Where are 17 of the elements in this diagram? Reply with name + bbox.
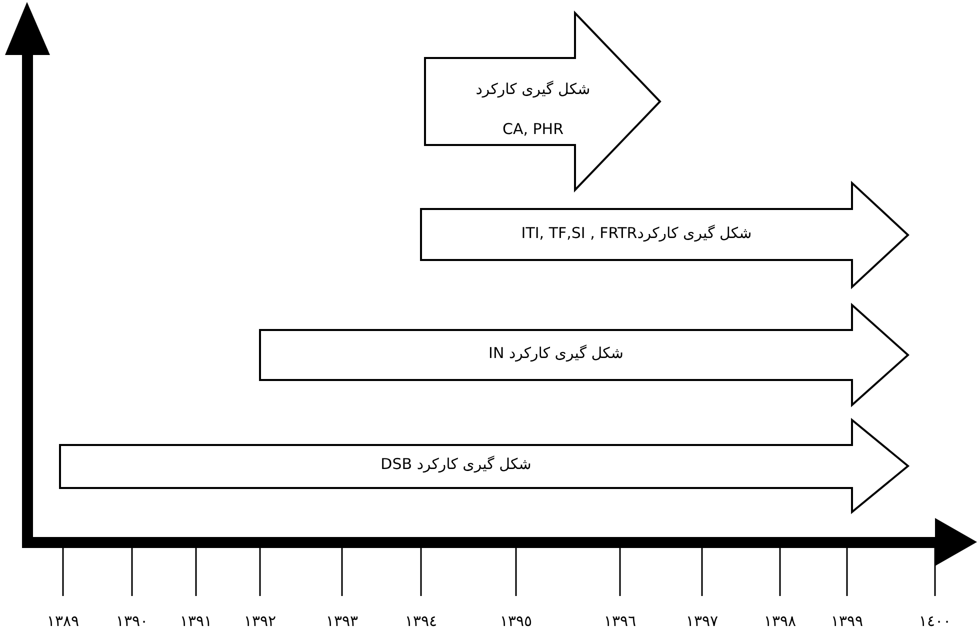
arrow-label: شکل گیری کارکردITI, TF,SI , FRTR bbox=[521, 224, 752, 242]
arrow-label: CA, PHR bbox=[502, 120, 564, 138]
year-label: ١٤٠٠ bbox=[918, 612, 952, 630]
year-label: ١٣٩٨ bbox=[764, 612, 796, 630]
arrow-label: شکل گیری کارکرد IN bbox=[488, 344, 624, 362]
arrow-label: شکل گیری کارکرد DSB bbox=[380, 455, 532, 473]
arrow-label: شکل گیری کارکرد bbox=[476, 80, 590, 98]
year-label: ١٣٩٠ bbox=[116, 612, 148, 630]
year-label: ١٣٨٩ bbox=[46, 612, 80, 630]
year-label: ١٣٩١ bbox=[180, 612, 212, 630]
year-label: ١٣٩٩ bbox=[830, 612, 864, 630]
year-label: ١٣٩٢ bbox=[244, 612, 276, 630]
year-label: ١٣٩٥ bbox=[500, 612, 532, 630]
year-label: ١٣٩٦ bbox=[604, 612, 636, 630]
year-label: ١٣٩٧ bbox=[686, 612, 718, 630]
year-label: ١٣٩٤ bbox=[404, 612, 438, 630]
year-label: ١٣٩٣ bbox=[326, 612, 358, 630]
